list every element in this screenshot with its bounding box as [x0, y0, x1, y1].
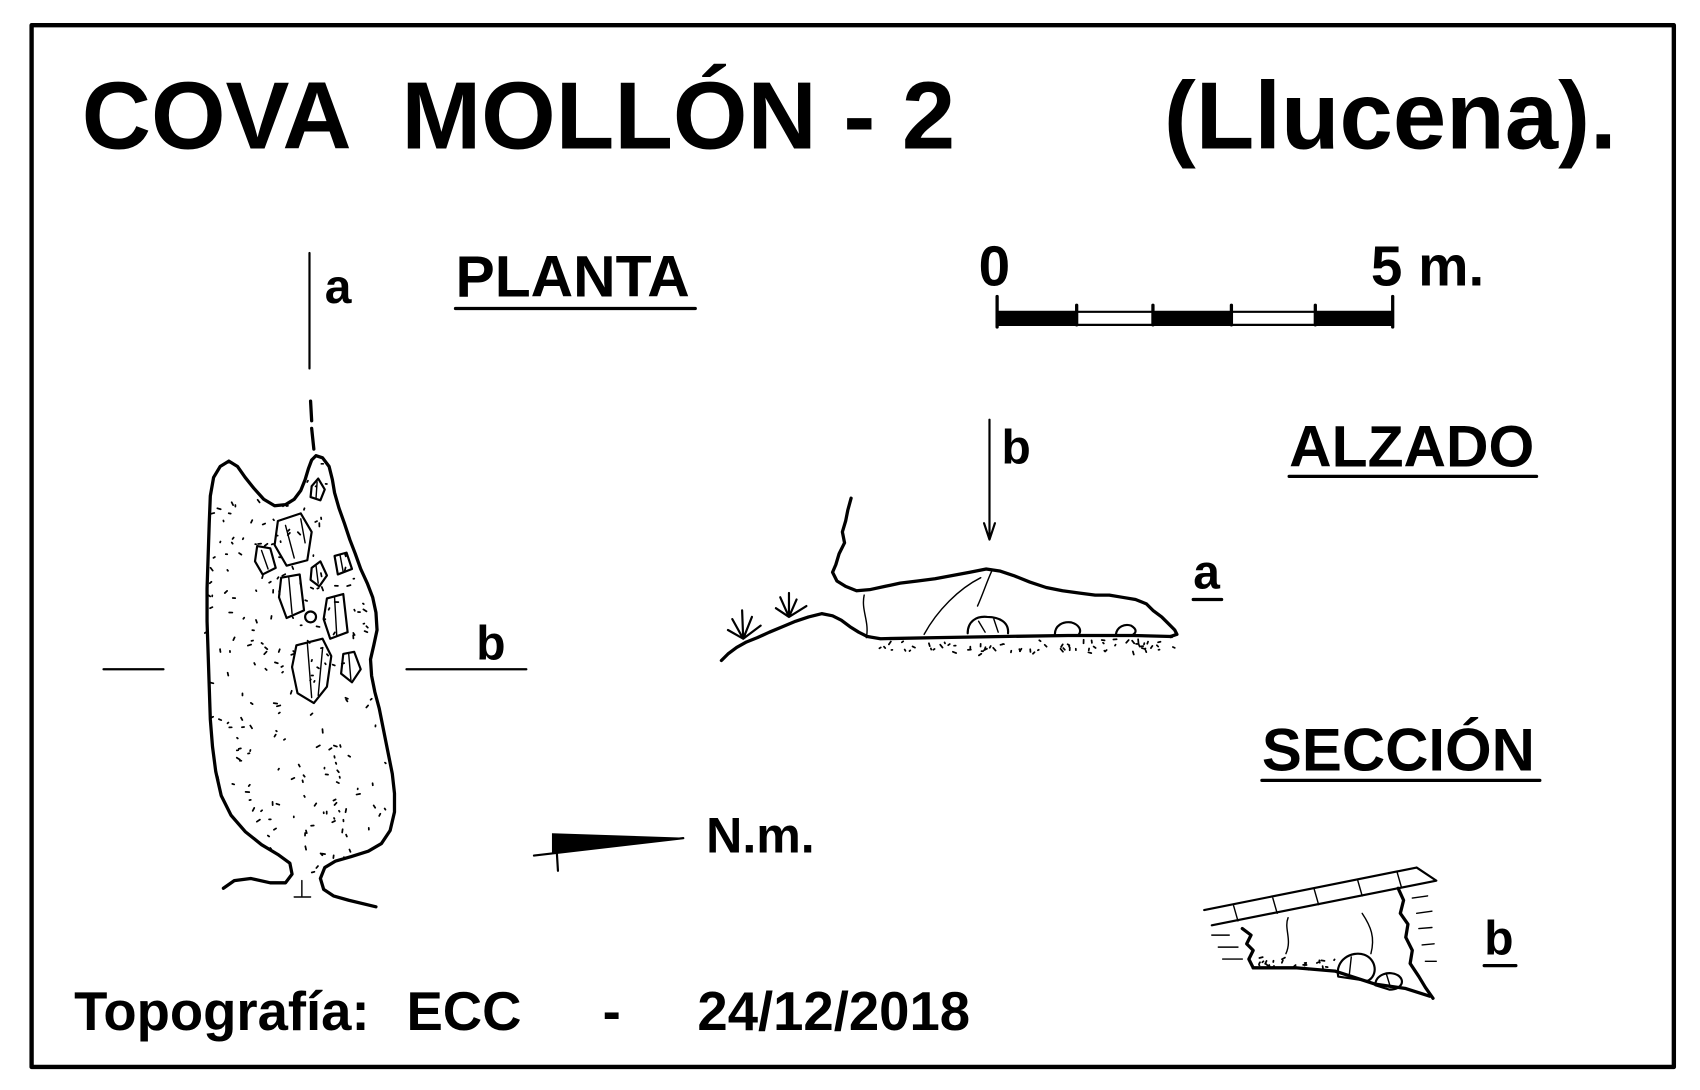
- entrance-mark: [293, 879, 312, 898]
- credits-author: ECC: [406, 981, 521, 1042]
- section-boulders: [1336, 952, 1403, 991]
- scale-end-label: 5 m.: [1371, 236, 1484, 299]
- scale-bar: 0 5 m.: [979, 236, 1484, 329]
- boulder: [1374, 972, 1403, 991]
- boulder: [1114, 623, 1137, 636]
- elevation-view: ALZADO b a: [719, 415, 1539, 663]
- boulder: [966, 615, 1010, 635]
- plan-cave-outline: [205, 454, 397, 909]
- boulder: [1336, 952, 1376, 982]
- north-label: N.m.: [706, 807, 815, 863]
- section-left-wall: [1240, 926, 1255, 970]
- boulder: [339, 650, 362, 684]
- survey-date: 24/12/2018: [697, 981, 970, 1042]
- boulder: [309, 560, 329, 588]
- elevation-boulders: [966, 615, 1137, 636]
- section-view: SECCIÓN b: [1203, 717, 1542, 1000]
- credits: Topografía: ECC - 24/12/2018: [74, 981, 970, 1042]
- plan-label-b: b: [476, 617, 505, 670]
- section-b-arrow-icon: [982, 418, 997, 541]
- section-floor-stipple: [1258, 956, 1336, 971]
- plan-view: PLANTA a b: [102, 245, 815, 909]
- credits-separator: -: [603, 981, 621, 1042]
- elevation-floor-stipple: [878, 638, 1176, 657]
- plan-heading: PLANTA: [456, 245, 690, 310]
- section-bedrock: [1203, 866, 1438, 962]
- elevation-cracks: [862, 570, 993, 639]
- boulder: [277, 573, 306, 620]
- north-arrow-icon: [532, 833, 685, 872]
- boulder: [304, 610, 318, 624]
- boulder: [290, 637, 333, 705]
- plan-label-a: a: [325, 261, 352, 314]
- section-heading: SECCIÓN: [1262, 717, 1535, 784]
- sheet-border: [29, 23, 1677, 1070]
- elevation-cave-roof: [830, 496, 1179, 639]
- section-label-b: b: [1484, 913, 1513, 966]
- plan-floor-stipple: [204, 462, 387, 874]
- elevation-label-a: a: [1193, 547, 1220, 600]
- boulder: [309, 477, 326, 502]
- boulder: [322, 592, 349, 640]
- credits-label: Topografía:: [74, 981, 370, 1042]
- section-line-a-dashed: [308, 399, 316, 451]
- survey-title: COVA MOLLÓN - 2: [82, 62, 956, 169]
- elevation-heading: ALZADO: [1289, 415, 1534, 480]
- scale-start-label: 0: [979, 236, 1011, 299]
- plan-boulders: [253, 477, 362, 705]
- boulder: [1053, 621, 1082, 636]
- section-floor-line: [1251, 966, 1432, 998]
- locality-name: (Llucena).: [1164, 62, 1617, 169]
- boulder: [273, 512, 313, 567]
- section-right-wall: [1396, 886, 1435, 1000]
- elevation-label-b: b: [1001, 421, 1030, 474]
- section-cracks: [1285, 912, 1374, 955]
- elevation-ground-line: [719, 612, 1174, 663]
- grass-icon: [726, 591, 808, 640]
- boulder: [253, 545, 277, 576]
- boulder: [333, 551, 354, 576]
